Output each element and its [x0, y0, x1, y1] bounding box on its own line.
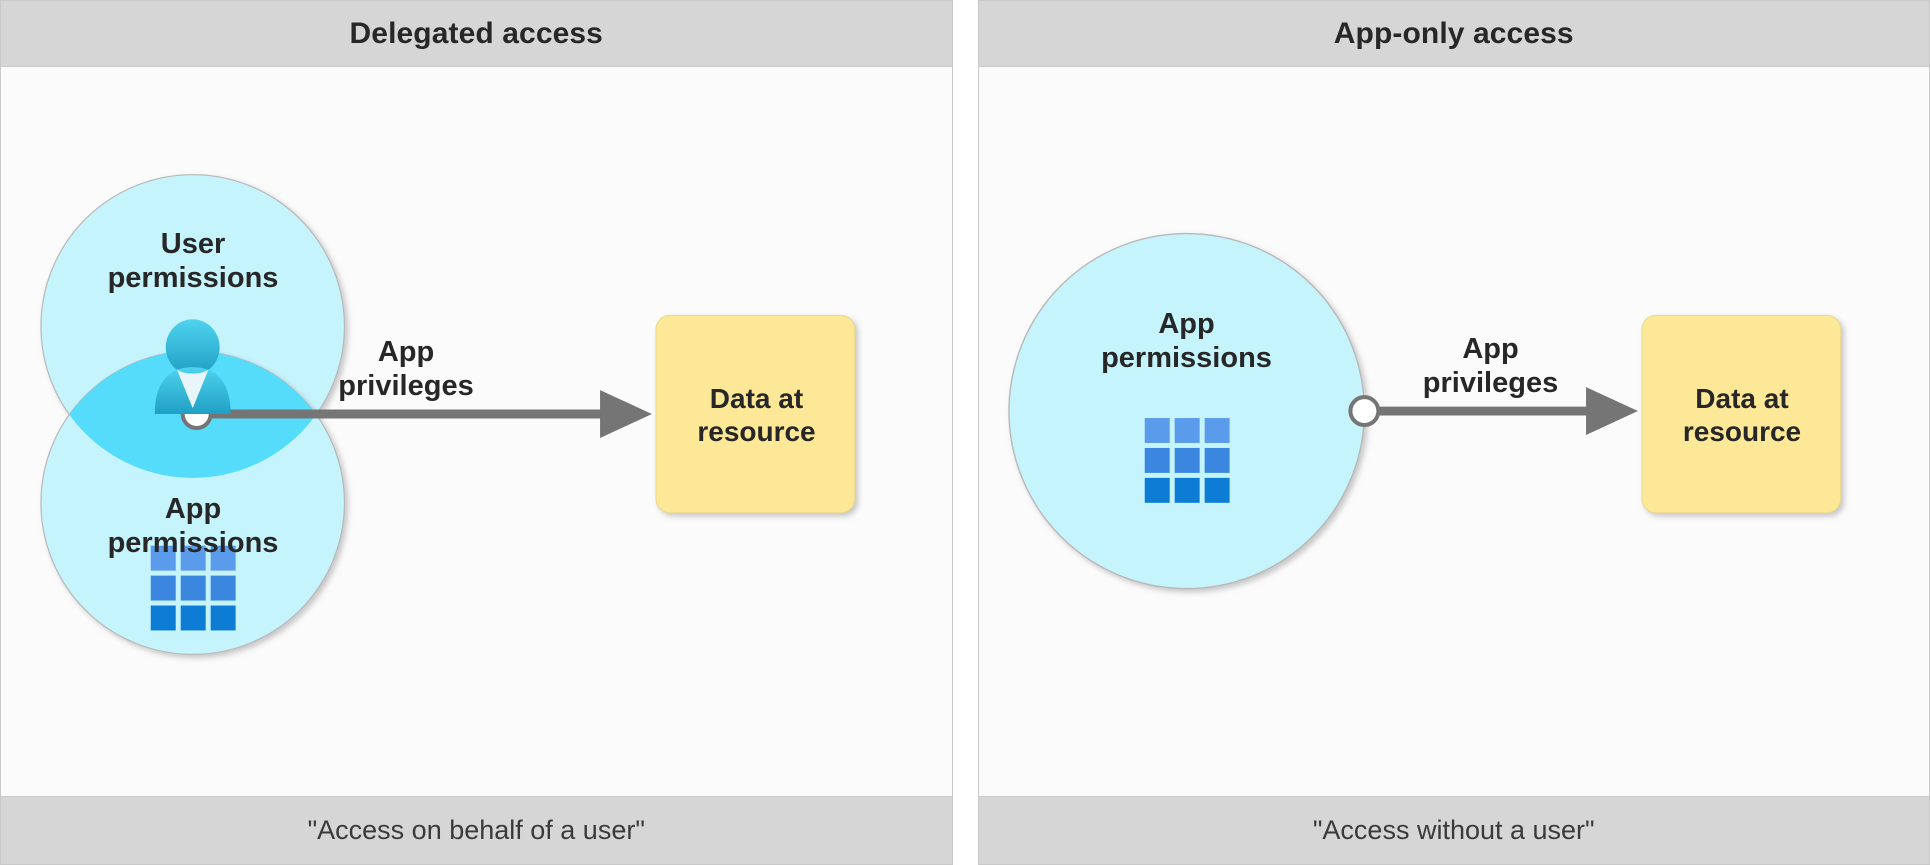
resource-box: [655, 314, 856, 514]
app-grid-icon: [1144, 418, 1230, 503]
app-grid-icon: [150, 545, 236, 631]
panel-footer-delegated: "Access on behalf of a user": [1, 796, 952, 864]
circle-app-permissions: [1007, 232, 1365, 590]
panel-body-app-only: App permissions App privileges Data at r…: [979, 67, 1930, 796]
panel-delegated-access: Delegated access: [0, 0, 953, 865]
person-icon: [154, 319, 231, 415]
delegated-stage: User permissions App permissions App pri…: [1, 67, 952, 796]
app-only-stage: App permissions App privileges Data at r…: [979, 67, 1930, 796]
circles-intersection-lens: [40, 351, 345, 478]
panel-footer-app-only: "Access without a user": [978, 796, 1929, 864]
panel-app-only-access: App-only access: [977, 0, 1930, 865]
app-only-graphics: [1007, 232, 1841, 590]
connector-arrowhead: [600, 390, 652, 438]
panel-body-delegated: User permissions App permissions App pri…: [1, 67, 952, 796]
connector-node: [1347, 395, 1380, 428]
panel-header-app-only: App-only access: [978, 1, 1929, 67]
panel-title-app-only: App-only access: [1333, 16, 1574, 50]
delegated-graphics: [40, 174, 856, 655]
panel-caption-delegated: "Access on behalf of a user": [307, 815, 645, 845]
panel-header-delegated: Delegated access: [1, 1, 952, 67]
resource-box: [1640, 314, 1841, 514]
panel-caption-app-only: "Access without a user": [1312, 815, 1595, 845]
panel-title-delegated: Delegated access: [349, 16, 603, 50]
connector-arrowhead: [1585, 387, 1638, 435]
